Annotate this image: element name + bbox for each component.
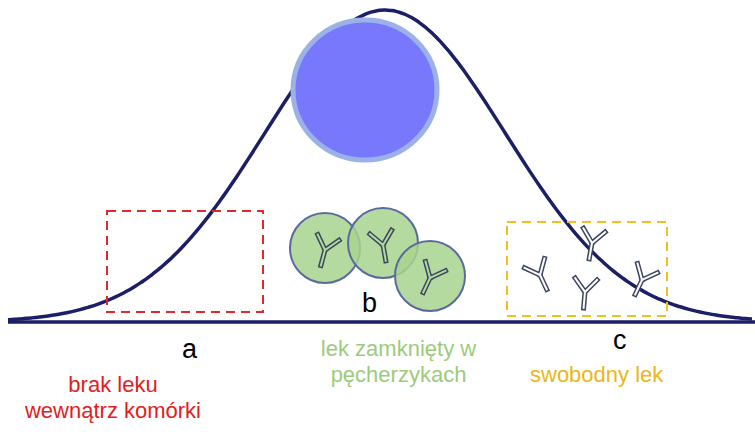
- antibody-symbol: [625, 264, 657, 300]
- empty-region: [107, 211, 263, 312]
- antibody-symbol: [370, 230, 397, 262]
- region-letter: c: [613, 325, 627, 357]
- region-caption: brak leku wewnątrz komórki: [22, 372, 204, 424]
- nucleus: [293, 20, 437, 160]
- region-caption: swobodny lek: [530, 362, 663, 388]
- vesicle: [395, 241, 465, 311]
- antibody-symbol: [310, 235, 339, 269]
- region-letter: a: [182, 334, 197, 366]
- antibody-symbol: [573, 278, 597, 309]
- region-caption: lek zamknięty w pęcherzykach: [308, 336, 489, 388]
- region-letter: b: [362, 288, 377, 320]
- antibody-symbol: [525, 259, 557, 295]
- cell-membrane: [8, 10, 752, 320]
- antibody-symbol: [413, 262, 445, 298]
- free-drug-region: [507, 222, 667, 316]
- antibody-symbol: [578, 228, 605, 260]
- ground-line: [8, 320, 755, 324]
